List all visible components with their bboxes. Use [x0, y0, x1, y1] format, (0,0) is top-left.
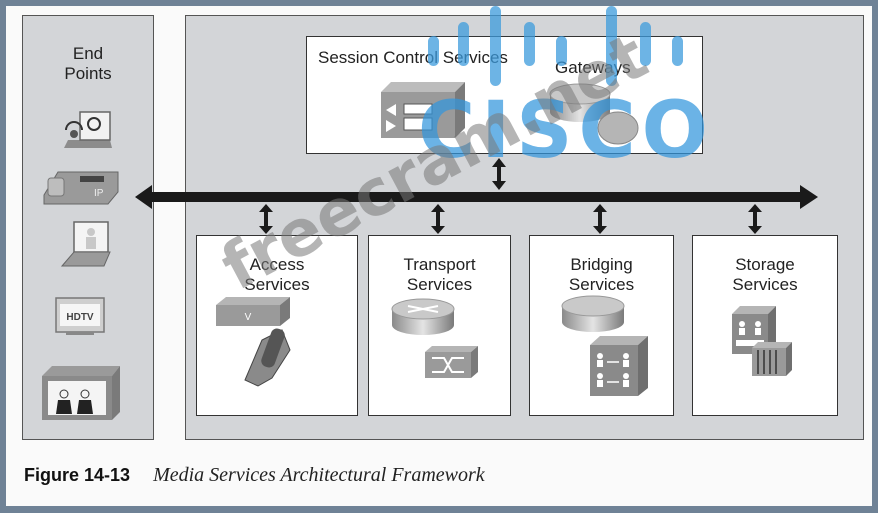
connector-arrow-access: [259, 204, 273, 234]
connector-arrow-storage: [748, 204, 762, 234]
video-softphone-icon: [64, 111, 112, 148]
connector-arrow-top: [492, 158, 506, 190]
connector-arrow-transport: [431, 204, 445, 234]
connector-arrow-bridging: [593, 204, 607, 234]
svg-text:HDTV: HDTV: [66, 312, 94, 323]
laptop-video-icon: [60, 221, 111, 267]
svg-text:IP: IP: [94, 188, 104, 199]
telepresence-icon: [42, 366, 120, 420]
figure-caption: Figure 14-13 Media Services Architectura…: [24, 464, 485, 487]
access-services-line2: Services: [244, 275, 310, 294]
call-manager-icon: [381, 82, 465, 138]
transport-services-title: Transport Services: [369, 255, 510, 295]
storage-services-line2: Services: [732, 275, 798, 294]
storage-services-title: Storage Services: [693, 255, 837, 295]
access-services-title: Access Services: [197, 255, 357, 295]
svg-text:V: V: [245, 312, 252, 323]
handheld-phone-icon: [244, 328, 291, 387]
storage-array-icon: [752, 342, 792, 376]
gateway-router-icon: [549, 83, 639, 145]
access-services-line1: Access: [249, 255, 305, 274]
figure-number: Figure 14-13: [24, 465, 131, 485]
endpoints-title-line2: Points: [64, 64, 112, 83]
media-bus-arrow: [135, 185, 818, 209]
transport-router-icon: [391, 298, 455, 335]
bridging-services-line1: Bridging: [570, 255, 633, 274]
figure-title: Media Services Architectural Framework: [153, 464, 485, 486]
bridging-services-line2: Services: [568, 275, 635, 294]
endpoints-title: End Points: [22, 44, 154, 84]
conference-bridge-icon: [590, 336, 648, 396]
transport-switch-icon: [425, 346, 478, 378]
endpoints-title-line1: End: [72, 44, 104, 63]
transport-services-line2: Services: [406, 275, 473, 294]
hdtv-icon: HDTV: [55, 297, 105, 335]
transport-services-line1: Transport: [403, 255, 476, 274]
cisco-wordmark-watermark: CISCO: [418, 86, 714, 176]
bridging-services-title: Bridging Services: [530, 255, 673, 295]
storage-services-line1: Storage: [735, 255, 795, 274]
bridging-router-icon: [561, 295, 625, 332]
ip-phone-icon: IP: [43, 171, 119, 205]
access-switch-icon: V: [216, 297, 290, 326]
transport-services-box: Transport Services: [368, 235, 511, 416]
